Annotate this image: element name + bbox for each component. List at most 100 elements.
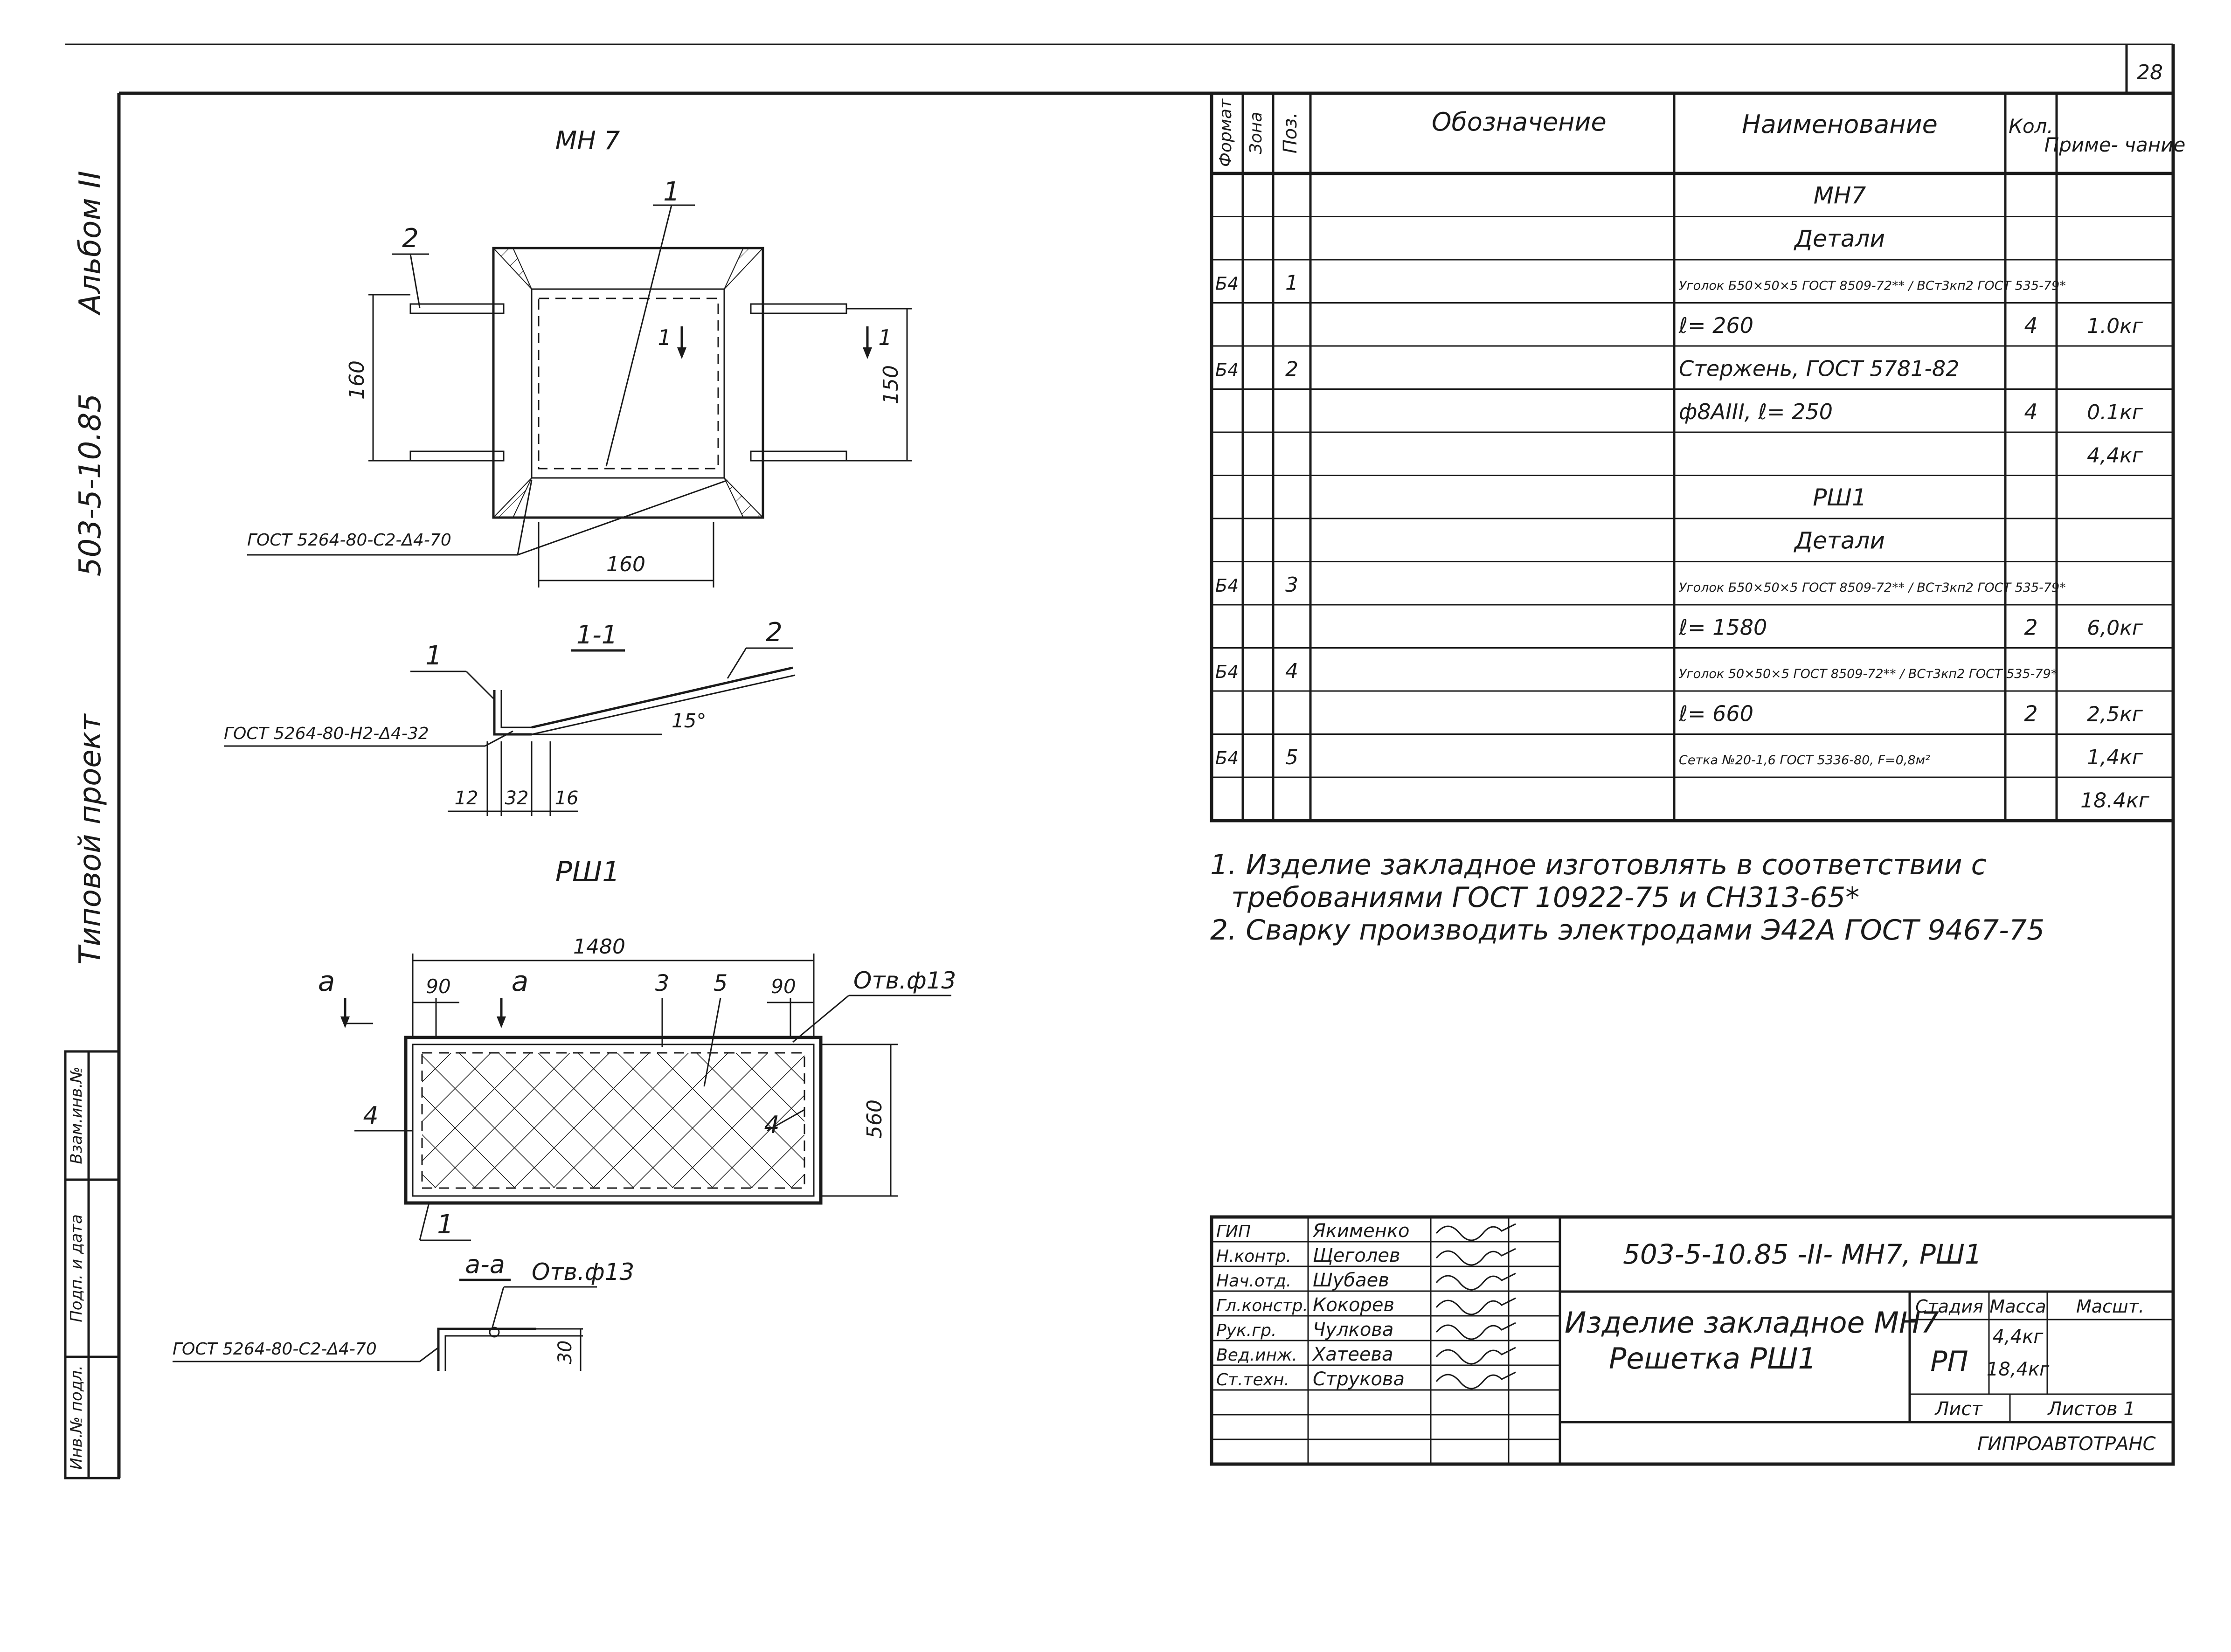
mn7-pos1: 1 <box>663 177 680 207</box>
spec-cell-name: РШ1 <box>1813 484 1866 511</box>
spec-cell-format: Б4 <box>1215 748 1239 768</box>
section-1-1-dim-12: 12 <box>455 788 478 809</box>
mn7-weld-spec: ГОСТ 5264-80-С2-Δ4-70 <box>247 531 451 550</box>
signature-mark <box>1435 1347 1516 1365</box>
signature-mark <box>1435 1223 1516 1241</box>
section-1-1-weld: ГОСТ 5264-80-Н2-Δ4-32 <box>224 724 429 743</box>
spec-cell-name: Сетка №20-1,6 ГОСТ 5336-80, F=0,8м² <box>1679 753 1930 767</box>
title-block-code: 503-5-10.85 -II- МН7, РШ1 <box>1623 1238 1982 1270</box>
rsh1-section-mark-left: а <box>318 965 335 998</box>
spec-cell-format: Б4 <box>1215 575 1239 596</box>
mn7-section-mark-right: 1 <box>878 325 892 350</box>
title-block-person-name: Щеголев <box>1313 1245 1400 1266</box>
title-block-title-line2: Решетка РШ1 <box>1609 1341 1816 1376</box>
title-block-mass2: 18,4кг <box>1987 1359 2050 1380</box>
rsh1-mesh <box>422 1053 804 1188</box>
spec-header-note: Приме- чание <box>2044 133 2186 156</box>
rsh1-pos5: 5 <box>714 970 728 996</box>
signature-mark <box>1435 1272 1516 1291</box>
title-block-person-name: Чулкова <box>1313 1319 1393 1341</box>
spec-cell-pos: 5 <box>1285 746 1298 769</box>
section-a-a-view: а-а Отв.ф13 ГОСТ 5264-80-С2-Δ4-70 30 <box>173 1250 634 1371</box>
mn7-outer-frame <box>492 247 764 519</box>
title-block-role: Вед.инж. <box>1216 1346 1297 1365</box>
signature-mark <box>1435 1322 1516 1340</box>
mn7-view: МН 7 1 2 160 150 1 <box>247 126 912 588</box>
title-block-role: Н.контр. <box>1216 1247 1291 1266</box>
spec-cell-name: Уголок Б50×50×5 ГОСТ 8509-72** / ВСт3кп2… <box>1679 279 2066 293</box>
title-block-person-name: Якименко <box>1312 1220 1410 1242</box>
title-block-mass-label: Масса <box>1989 1296 2046 1317</box>
spec-cell-name: Детали <box>1794 527 1885 554</box>
rsh1-section-mark-right: а <box>512 965 529 998</box>
spec-cell-name: ℓ= 660 <box>1678 701 1753 726</box>
spec-header-qty: Кол. <box>2009 115 2053 138</box>
rsh1-dim-left: 90 <box>426 975 450 998</box>
spec-cell-name: Стержень, ГОСТ 5781-82 <box>1679 356 1959 381</box>
project-code-vertical: 503-5-10.85 <box>73 394 108 576</box>
spec-cell-name: ℓ= 1580 <box>1678 615 1767 640</box>
spec-cell-name: ℓ= 260 <box>1678 313 1753 338</box>
rsh1-pos3: 3 <box>655 970 670 996</box>
spec-cell-qty: 4 <box>2024 313 2037 338</box>
mn7-inner-frame <box>531 288 725 479</box>
title-block-stage: РП <box>1930 1345 1968 1378</box>
spec-header-format: Формат <box>1216 98 1235 167</box>
section-1-1-view: 1-1 1 2 15° ГОСТ 5264-80-Н2-Δ4-32 12 32 … <box>224 617 796 816</box>
spec-cell-note: 18.4кг <box>2080 789 2150 813</box>
title-block-sheet-label: Лист <box>1934 1398 1983 1420</box>
signature-mark <box>1435 1297 1516 1315</box>
spec-cell-format: Б4 <box>1215 360 1239 380</box>
section-a-a-weld: ГОСТ 5264-80-С2-Δ4-70 <box>173 1340 377 1359</box>
mn7-dim-160-left: 160 <box>345 360 369 400</box>
section-1-1-dim-16: 16 <box>555 788 579 809</box>
mn7-section-mark-left: 1 <box>658 325 671 350</box>
spec-cell-format: Б4 <box>1215 274 1239 294</box>
title-block-person-name: Хатеева <box>1312 1344 1393 1365</box>
note-line-1: 1. Изделие закладное изготовлять в соотв… <box>1210 849 1987 881</box>
rsh1-dim-width: 1480 <box>573 935 625 959</box>
spec-cell-name: ф8АIII, ℓ= 250 <box>1679 399 1833 424</box>
title-block-person-name: Шубаев <box>1313 1270 1389 1291</box>
mn7-title: МН 7 <box>555 126 620 155</box>
spec-cell-note: 6,0кг <box>2087 616 2143 640</box>
spec-cell-pos: 2 <box>1285 358 1298 381</box>
rsh1-dim-right: 90 <box>771 975 796 998</box>
spec-cell-qty: 2 <box>2024 701 2037 726</box>
title-block-mass1: 4,4кг <box>1993 1326 2044 1348</box>
spec-cell-name: МН7 <box>1814 182 1866 209</box>
title-block-role: ГИП <box>1216 1222 1251 1241</box>
spec-cell-note: 2,5кг <box>2087 703 2143 726</box>
section-1-1-pos1: 1 <box>425 641 442 671</box>
spec-cell-note: 0.1кг <box>2087 401 2143 424</box>
spec-header-pos: Поз. <box>1280 112 1301 154</box>
rsh1-view: РШ1 1480 90 90 а а 3 5 4 4 <box>318 856 956 1241</box>
spec-header-designation: Обозначение <box>1432 107 1607 137</box>
rsh1-title: РШ1 <box>555 856 620 888</box>
title-block-role: Ст.техн. <box>1216 1370 1289 1389</box>
spec-cell-name: Уголок 50×50×5 ГОСТ 8509-72** / ВСт3кп2 … <box>1679 667 2057 681</box>
title-block-person-name: Струкова <box>1313 1369 1405 1390</box>
rsh1-outer-frame <box>404 1036 823 1205</box>
spec-cell-format: Б4 <box>1215 662 1239 682</box>
note-line-2: требованиями ГОСТ 10922-75 и СН313-65* <box>1231 881 1859 914</box>
spec-cell-note: 4,4кг <box>2087 444 2143 468</box>
title-block-scale-label: Масшт. <box>2076 1296 2144 1317</box>
mn7-dim-160-bottom: 160 <box>606 553 645 576</box>
mn7-dim-150-right: 150 <box>879 365 903 404</box>
spec-cell-qty: 2 <box>2024 615 2037 640</box>
rsh1-pos4-right: 4 <box>764 1111 779 1139</box>
section-1-1-title: 1-1 <box>576 620 617 650</box>
spec-cell-name: Детали <box>1794 225 1885 252</box>
signature-mark <box>1435 1371 1516 1389</box>
section-1-1-pos2: 2 <box>766 617 783 648</box>
spec-cell-pos: 4 <box>1285 659 1298 683</box>
spec-header-zone: Зона <box>1247 112 1266 154</box>
section-a-a-hole: Отв.ф13 <box>532 1258 634 1286</box>
spec-cell-note: 1.0кг <box>2087 314 2143 338</box>
section-1-1-dim-32: 32 <box>505 788 529 809</box>
title-block-person-name: Кокорев <box>1313 1294 1394 1316</box>
